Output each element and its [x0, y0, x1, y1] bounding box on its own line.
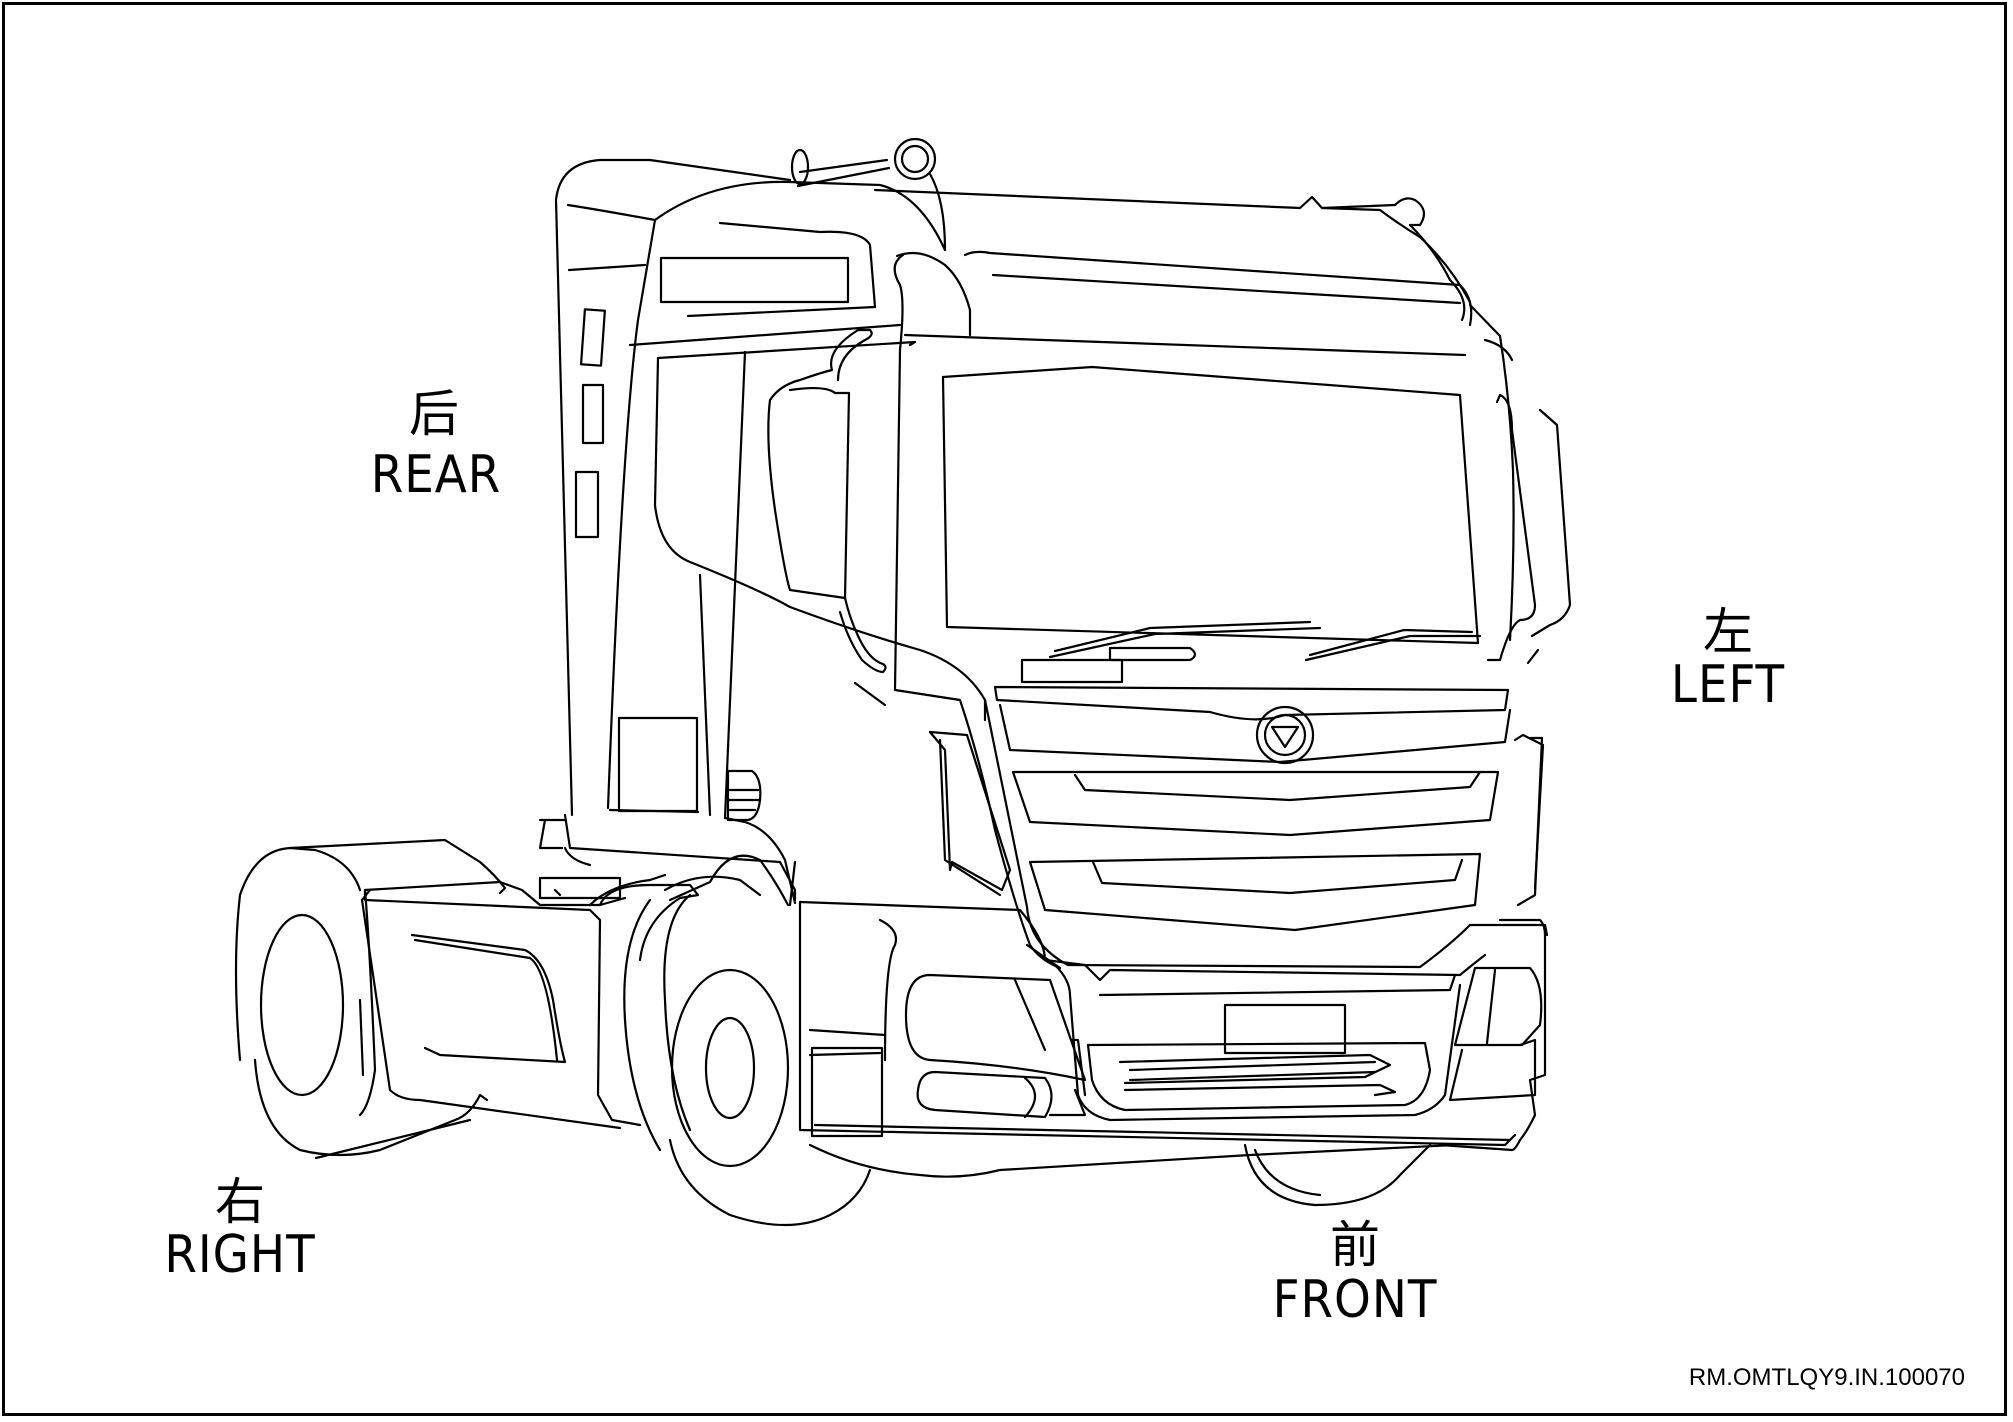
- left-label-cn: 左: [1703, 603, 1753, 661]
- wiper-left: [1048, 626, 1322, 659]
- sun-visor: [963, 250, 1473, 327]
- left-label-en: LEFT: [1670, 655, 1786, 715]
- rear-wheel: [259, 913, 345, 1097]
- right-label-cn: 右: [215, 1173, 265, 1231]
- headlamp-right-cluster: [928, 730, 1012, 892]
- front-label-en: FRONT: [1272, 1270, 1438, 1330]
- side-step-lower: [810, 1046, 884, 1138]
- rear-mudguard: [234, 846, 362, 1062]
- fog-lamp-right: [904, 973, 1087, 1082]
- grille-slat-1: [1011, 770, 1500, 837]
- rear-label-cn: 后: [409, 385, 459, 443]
- front-label-cn: 前: [1330, 1216, 1380, 1274]
- reference-code: RM.OMTLQY9.IN.100070: [1688, 1364, 1965, 1391]
- a-pillar: [893, 253, 905, 692]
- lower-grille-bars: [1118, 1053, 1392, 1085]
- step-panel: [617, 716, 699, 813]
- side-marker-window: [659, 256, 850, 304]
- fuel-tank: [363, 880, 627, 907]
- cab-rear-wall: [554, 158, 792, 817]
- brand-logo: [1255, 705, 1315, 765]
- fog-lamp-left: [1453, 966, 1543, 1047]
- windshield: [941, 365, 1480, 645]
- license-plate: [1223, 1003, 1347, 1055]
- front-wheel: [670, 968, 790, 1168]
- rear-label-en: REAR: [370, 445, 502, 505]
- cab-door: [656, 340, 917, 360]
- fog-lamp-lower: [916, 1070, 1053, 1119]
- grille-top: [993, 685, 1510, 721]
- wiper-right: [1304, 634, 1482, 662]
- side-marker-light: [726, 769, 762, 822]
- cab-roof: [653, 180, 947, 252]
- side-mirror: [767, 328, 860, 600]
- grille-slat-2: [1028, 852, 1482, 932]
- front-bumper: [798, 900, 1487, 982]
- right-label-en: RIGHT: [164, 1225, 316, 1285]
